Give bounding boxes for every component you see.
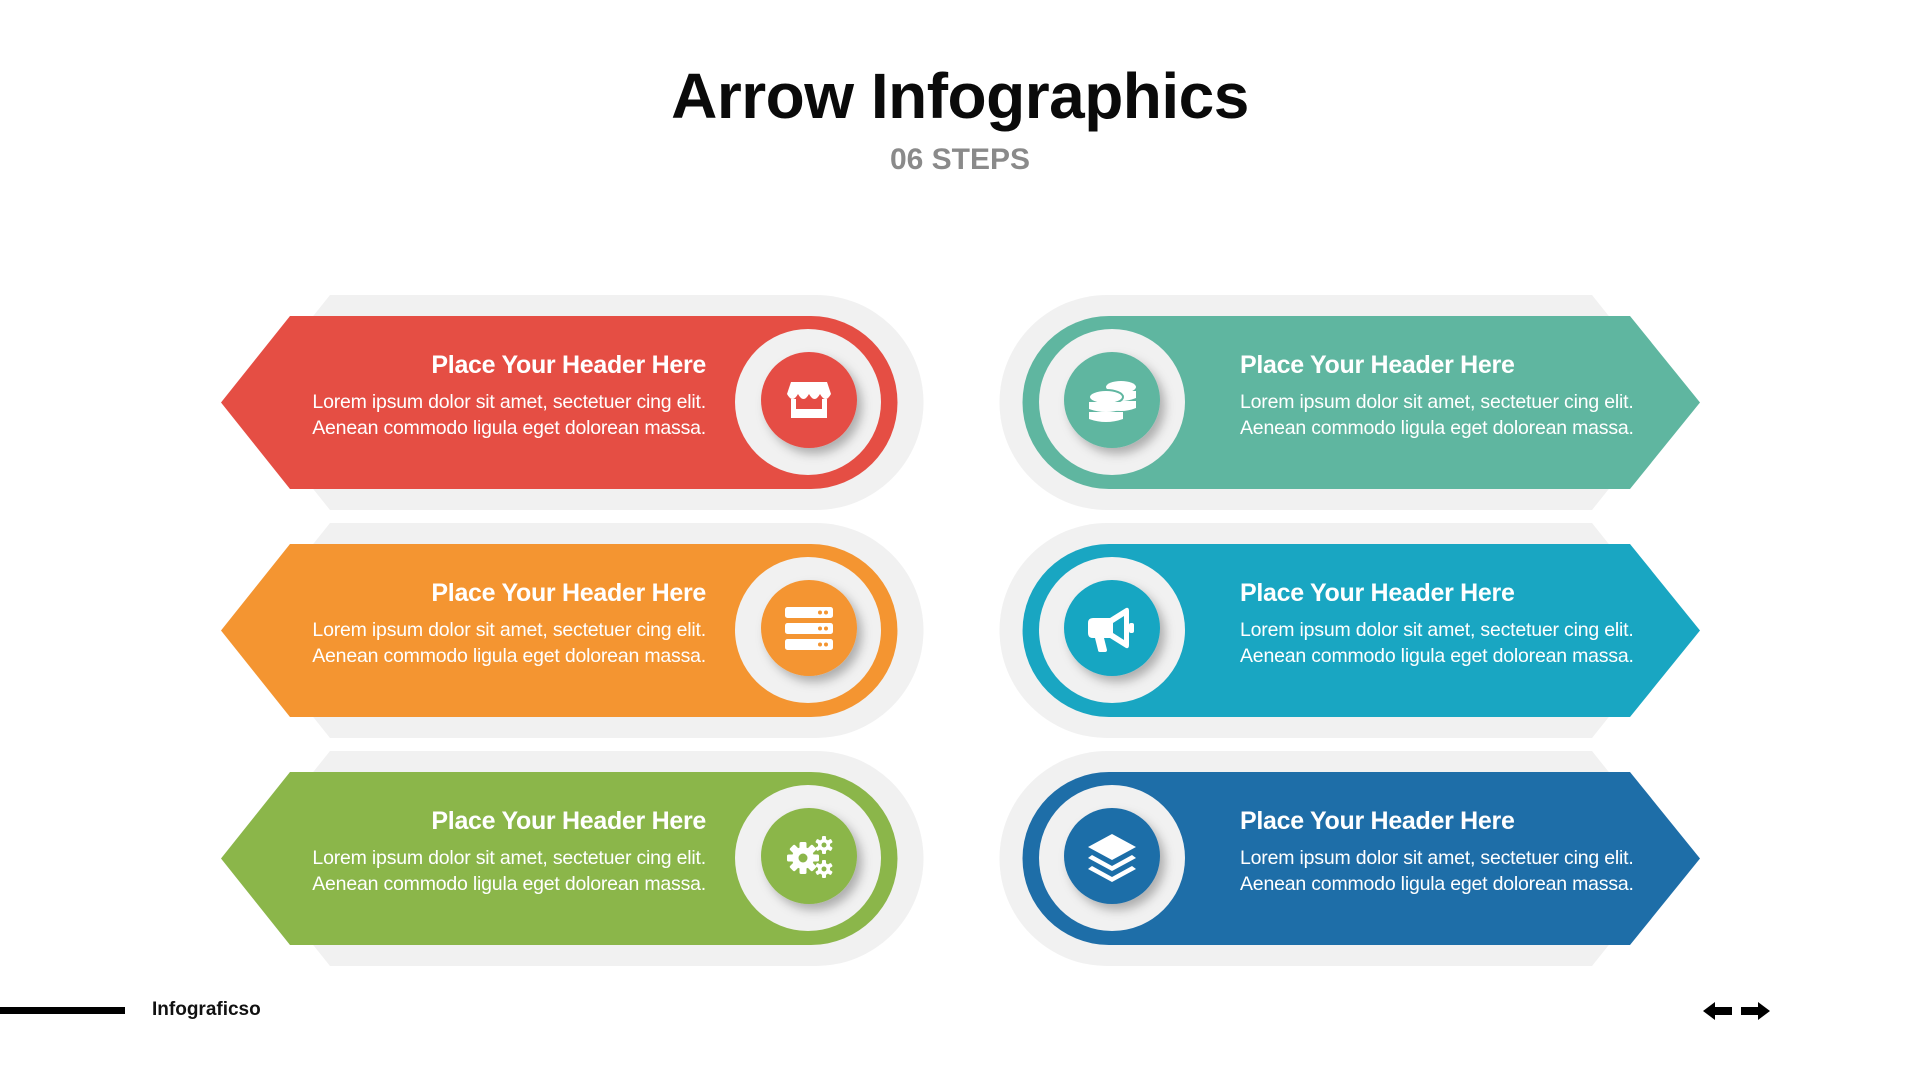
step-2-text: Place Your Header Here Lorem ipsum dolor… [306,578,706,669]
shop-icon [787,382,831,418]
step-body: Lorem ipsum dolor sit amet, sectetuer ci… [312,619,706,667]
page-title: Arrow Infographics [671,60,1249,132]
step-header: Place Your Header Here [431,807,706,835]
step-5-text: Place Your Header Here Lorem ipsum dolor… [1240,578,1640,669]
step-body: Lorem ipsum dolor sit amet, sectetuer ci… [1240,847,1634,895]
step-header: Place Your Header Here [431,351,706,379]
next-slide-button[interactable] [1740,1001,1770,1021]
step-6-text: Place Your Header Here Lorem ipsum dolor… [1240,806,1640,897]
step-3-text: Place Your Header Here Lorem ipsum dolor… [306,806,706,897]
coins-icon [1088,381,1136,422]
arrow-right-icon [1741,1002,1770,1020]
megaphone-icon [1088,607,1134,652]
footer-brand: Infograficso [152,999,261,1020]
step-2-shape [221,523,924,738]
step-header: Place Your Header Here [1240,807,1515,835]
gears-icon [787,836,833,878]
step-body: Lorem ipsum dolor sit amet, sectetuer ci… [1240,391,1634,439]
footer-divider [0,1007,125,1014]
step-1-text: Place Your Header Here Lorem ipsum dolor… [306,350,706,441]
prev-slide-button[interactable] [1703,1001,1733,1021]
step-4-shape [999,295,1700,510]
arrow-left-icon [1703,1002,1732,1020]
step-6-shape [999,751,1700,966]
step-header: Place Your Header Here [431,579,706,607]
step-1-shape [221,295,924,510]
step-body: Lorem ipsum dolor sit amet, sectetuer ci… [1240,619,1634,667]
page-subtitle: 06 STEPS [889,143,1031,176]
step-4-text: Place Your Header Here Lorem ipsum dolor… [1240,350,1640,441]
layers-icon [1088,834,1136,882]
step-body: Lorem ipsum dolor sit amet, sectetuer ci… [312,391,706,439]
step-body: Lorem ipsum dolor sit amet, sectetuer ci… [312,847,706,895]
step-header: Place Your Header Here [1240,351,1515,379]
step-header: Place Your Header Here [1240,579,1515,607]
server-icon [785,607,833,650]
